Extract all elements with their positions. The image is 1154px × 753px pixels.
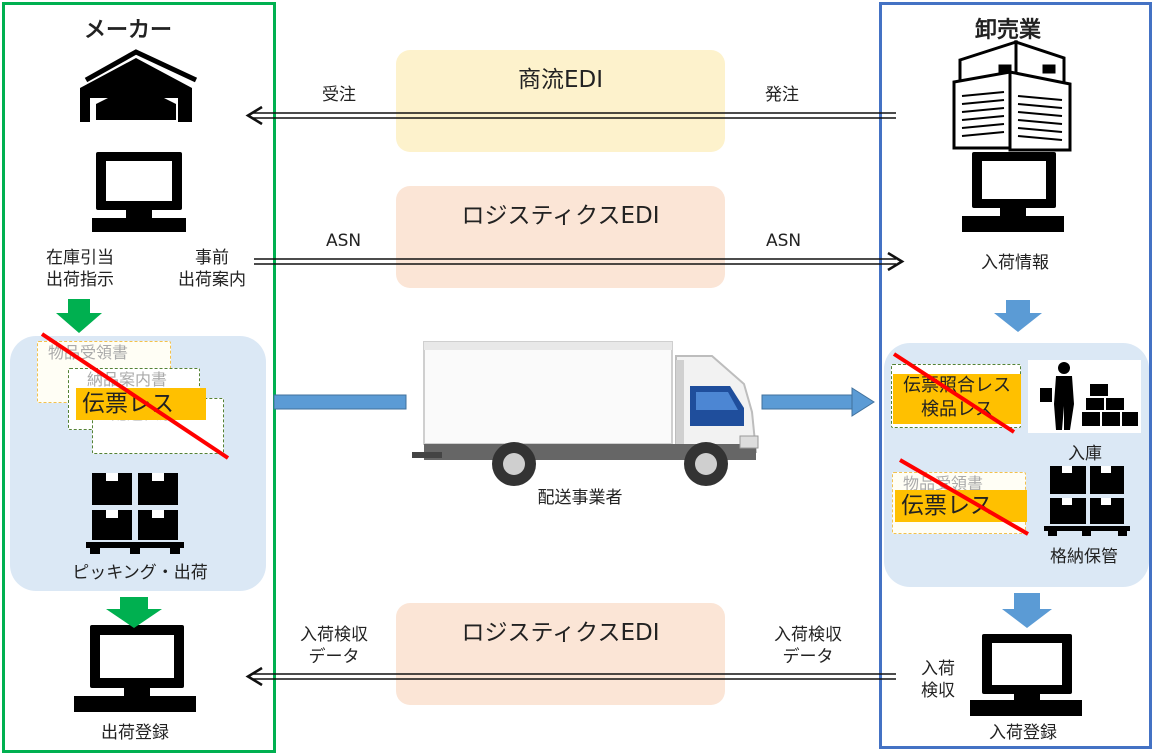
nyuka-joho-label: 入荷情報 [981, 253, 1049, 273]
inspection-data-arrow [245, 666, 896, 687]
kenshu-data-left-line1: 入荷検収 [300, 625, 368, 645]
kenshu-line1: 入荷 [921, 659, 955, 679]
strike-line-maker [40, 332, 230, 460]
green-down-arrow-1 [56, 299, 102, 333]
jizen-label: 事前 出荷案内 [166, 247, 258, 291]
wholesaler-computer-icon-bottom [970, 634, 1082, 716]
kenshu-data-right-line1: 入荷検収 [774, 625, 842, 645]
juchu-label: 受注 [322, 85, 356, 105]
wholesale-warehouse-icon [952, 39, 1072, 152]
maker-title: メーカー [84, 18, 173, 43]
shukka-touroku-label: 出荷登録 [101, 723, 169, 743]
shoryu-edi-title: 商流EDI [517, 67, 604, 93]
shogo-less-badge: 伝票照合レス 検品レス [893, 374, 1021, 424]
maker-computer-icon-bottom [74, 625, 196, 712]
truck-icon [412, 341, 759, 486]
maker-column [2, 2, 276, 753]
blue-down-arrow-2 [1002, 593, 1052, 628]
picking-label: ピッキング・出荷 [72, 563, 208, 583]
shogo-less-line2: 検品レス [921, 399, 993, 420]
asn-arrow [254, 251, 905, 272]
jizen-line2: 出荷案内 [178, 270, 246, 290]
blue-down-arrow-1 [994, 300, 1042, 332]
jizen-line1: 事前 [195, 248, 229, 268]
warehouse-icon [80, 49, 198, 122]
kenshu-label: 入荷 検収 [906, 658, 970, 702]
carrier-label: 配送事業者 [537, 488, 623, 508]
asn-label-right: ASN [766, 231, 802, 251]
wholesaler-pallet-icon [1044, 466, 1130, 536]
zaiko-line1: 在庫引当 [46, 248, 114, 268]
green-down-arrow-2 [106, 597, 162, 628]
truck-to-wholesaler-arrow [761, 387, 875, 417]
strike-line-shogo [892, 352, 1016, 434]
worker-boxes-icon [1028, 360, 1141, 433]
nyuka-touroku-label: 入荷登録 [989, 723, 1057, 743]
logistics-edi-box-top: ロジスティクスEDI [396, 186, 725, 288]
kenshu-data-right-line2: データ [782, 647, 834, 667]
maker-to-truck-bar [273, 394, 407, 410]
hacchu-label: 発注 [765, 85, 799, 105]
maker-computer-icon-top [92, 152, 186, 232]
kenshu-line2: 検収 [921, 681, 955, 701]
kenshu-data-label-right: 入荷検収 データ [758, 624, 858, 668]
maker-pallet-icon [86, 473, 184, 554]
logistics-edi-title-top: ロジスティクスEDI [461, 203, 660, 229]
wholesaler-title: 卸売業 [975, 18, 1042, 43]
kenshu-data-left-line2: データ [308, 647, 360, 667]
logistics-edi-box-bottom: ロジスティクスEDI [396, 603, 725, 705]
kakuno-label: 格納保管 [1050, 547, 1118, 567]
zaiko-label: 在庫引当 出荷指示 [28, 247, 132, 291]
kenshu-data-label-left: 入荷検収 データ [284, 624, 384, 668]
shoryu-edi-box: 商流EDI [396, 50, 725, 152]
nyuko-label: 入庫 [1068, 444, 1102, 464]
asn-label-left: ASN [326, 231, 362, 251]
wholesaler-column [879, 2, 1152, 749]
wholesaler-computer-icon-top [962, 152, 1064, 232]
shogo-less-line1: 伝票照合レス [903, 375, 1011, 396]
zaiko-line2: 出荷指示 [46, 270, 114, 290]
strike-line-denpyo [898, 458, 1030, 536]
order-arrow [245, 105, 896, 126]
logistics-edi-title-bottom: ロジスティクスEDI [461, 620, 660, 646]
